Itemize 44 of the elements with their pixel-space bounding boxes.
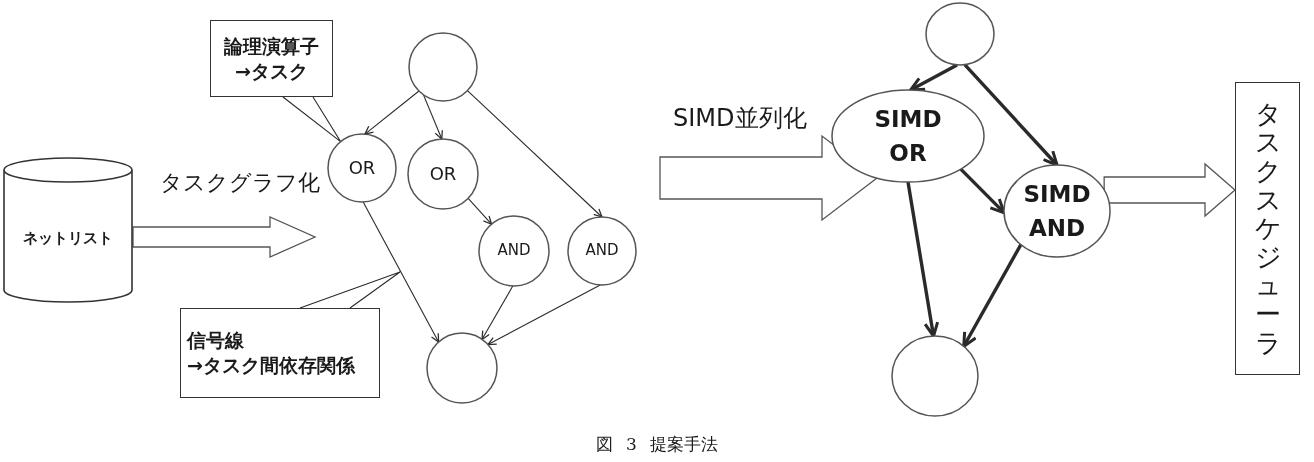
callout-text: →タスク間依存関係 — [187, 353, 355, 378]
task-ellipse — [831, 89, 985, 183]
arrow — [963, 63, 1059, 167]
callout-text: →タスク — [235, 58, 308, 84]
node-label: AND — [497, 241, 531, 261]
arrow — [467, 197, 493, 225]
callout-text: 論理演算子 — [224, 33, 319, 59]
callout-text: 信号線 — [187, 328, 244, 353]
arrow — [909, 63, 958, 92]
callout-box — [180, 308, 380, 398]
node-label: AND — [585, 241, 619, 261]
arrow — [962, 243, 1023, 348]
arrow — [906, 181, 940, 338]
callout-box — [210, 20, 333, 97]
task-circle — [327, 133, 397, 203]
task-circle — [478, 215, 550, 287]
task-circle — [567, 216, 637, 286]
node-label: SIMD OR — [873, 104, 943, 168]
arrow — [466, 90, 603, 218]
arrow — [364, 90, 420, 135]
arrow — [959, 167, 1006, 215]
block-arrow — [659, 134, 879, 222]
block-arrow — [1103, 162, 1236, 218]
block-arrow — [132, 216, 317, 258]
scheduler-box — [1235, 82, 1300, 375]
node-label: タスクスケジューラ — [1254, 99, 1281, 358]
task-circle — [407, 138, 479, 210]
figure-caption: 図 3 提案手法 — [595, 433, 719, 456]
arrow — [362, 201, 440, 343]
database-cylinder — [3, 157, 133, 303]
node-label: OR — [348, 156, 376, 180]
node-label: OR — [429, 162, 457, 186]
arrow — [487, 284, 601, 346]
node-label: SIMD AND — [1022, 179, 1092, 243]
edge-label: タスクグラフ化 — [160, 170, 320, 197]
task-circle — [925, 2, 995, 66]
arrow — [422, 94, 443, 140]
task-circle — [408, 32, 478, 102]
edge-label: SIMD並列化 — [673, 104, 807, 133]
arrow — [481, 285, 514, 341]
node-label: ネットリスト — [23, 229, 113, 249]
task-ellipse — [1003, 164, 1111, 258]
task-circle — [891, 335, 979, 417]
task-circle — [426, 332, 498, 404]
